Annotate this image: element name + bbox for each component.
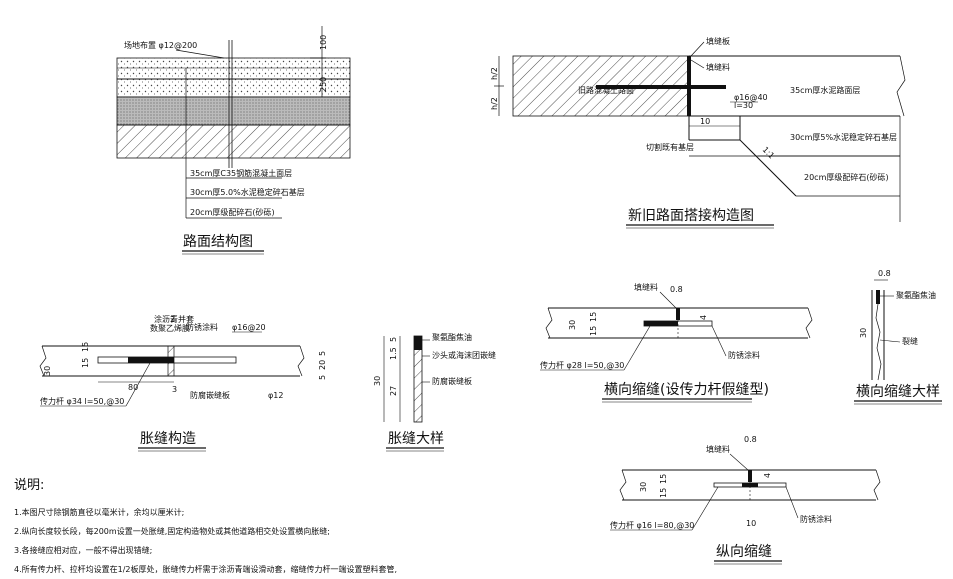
crack-label: 裂缝 [902, 336, 918, 346]
layer-label-2: 30cm厚5.0%水泥稳定碎石基层 [190, 187, 305, 197]
fill-label: 填缝料 [706, 444, 730, 454]
longitudinal-joint-diagram: 0.8 填缝料 4 30 15 15 传力杆 φ16 l=80,@30 10 防… [610, 435, 881, 565]
board-label: 防腐嵌缝板 [190, 390, 230, 400]
d-30: 30 [373, 376, 382, 386]
h-half-bot: h/2 [490, 97, 499, 110]
pavement-title: 路面结构图 [183, 234, 253, 250]
transverse-detail-diagram: 0.8 聚氨酯焦油 30 裂缝 横向缩缝大样 [854, 269, 942, 405]
d-10: 10 [746, 519, 756, 528]
rebar-label: 场地布置 φ12@200 [124, 40, 197, 50]
dowel-label: 传力杆 φ28 l=50,@30 [540, 360, 624, 370]
tie-bar [596, 85, 726, 89]
bar-12-label: φ12 [268, 391, 283, 400]
d-30: 30 [639, 482, 648, 492]
dim-80: 80 [128, 383, 138, 392]
expansion-joint-diagram: 涂沥青并套 数聚乙烯膜 2 防锈涂料 φ16@20 15 15 5 20 5 3… [39, 314, 327, 452]
concrete-layer [116, 57, 351, 80]
d-27: 27 [389, 386, 398, 396]
note-1: 1.本图尺寸除钢筋直径以毫米计，余均以厘米计; [14, 508, 185, 517]
h-half-top: h/2 [490, 67, 499, 80]
d-15a: 15 [589, 326, 598, 336]
antirust-label: 防锈涂料 [800, 514, 832, 524]
splice-layer-2: 30cm厚5%水泥稳定碎石基层 [790, 132, 897, 142]
d-4: 4 [763, 473, 772, 478]
old-concrete-label: 旧路混凝土路面 [578, 85, 634, 95]
splice-title: 新旧路面搭接构造图 [628, 207, 754, 224]
fill-label: 填缝料 [634, 282, 658, 292]
dim-5: 5 [318, 351, 327, 356]
dim-15a: 15 [81, 358, 90, 368]
d-0-8: 0.8 [878, 269, 891, 278]
expansion-detail-diagram: 5 1.5 30 27 聚氨酯焦油 沙头或海沫团嵌缝 防腐嵌缝板 胀缝大样 [373, 332, 496, 452]
dim-2: 2 [170, 315, 175, 324]
bar-top-label: φ16@20 [232, 323, 266, 332]
pavement-structure-diagram: 场地布置 φ12@200 100 250 35cm厚C35钢筋混凝土面层 30c… [116, 26, 351, 255]
dim-3: 3 [172, 385, 177, 394]
d-0-8: 0.8 [744, 435, 757, 444]
coating-label: 涂沥青并套 [154, 314, 194, 324]
trans-detail-title: 横向缩缝大样 [856, 384, 940, 400]
bar-length-label: l=30 [734, 101, 753, 110]
d-5: 5 [389, 337, 398, 342]
transverse-joint-diagram: 填缝料 0.8 4 30 15 15 防锈涂料 传力杆 φ28 l=50,@30… [540, 282, 813, 403]
d-15b: 15 [659, 474, 668, 484]
dowel-label: 传力杆 φ16 l=80,@30 [610, 520, 694, 530]
slope-label: 1:1 [761, 145, 776, 160]
d-1-5: 1.5 [389, 347, 398, 360]
layer-label-3: 20cm厚级配碎石(砂砾) [190, 207, 275, 217]
note-2: 2.纵向长度较长段，每200m设置一处胀缝,固定构造物处或其他道路相交处设置横向… [14, 527, 330, 536]
cement-base-layer [116, 96, 351, 126]
d-30: 30 [568, 320, 577, 330]
d-0-8: 0.8 [670, 285, 683, 294]
splice-layer-3: 20cm厚级配碎石(砂砾) [804, 172, 889, 182]
cut-base-label: 切割既有基层 [646, 142, 694, 152]
gravel-layer [116, 124, 351, 159]
dim-250: 250 [319, 77, 328, 92]
exp-detail-title: 胀缝大样 [388, 431, 444, 447]
d-15b: 15 [589, 312, 598, 322]
dim-5b: 5 [318, 375, 327, 380]
board-detail-label: 防腐嵌缝板 [432, 376, 472, 386]
dim-10: 10 [700, 117, 710, 126]
splice-diagram: h/2 h/2 填缝板 填缝料 旧路混凝土路面 φ16@40 l=30 35cm… [490, 36, 906, 229]
dim-20: 20 [318, 360, 327, 370]
longitudinal-title: 纵向缩缝 [716, 544, 772, 560]
fill-board-label: 填缝板 [706, 36, 730, 46]
dim-30: 30 [43, 366, 52, 376]
notes-section: 说明: 1.本图尺寸除钢筋直径以毫米计，余均以厘米计; 2.纵向长度较长段，每2… [14, 474, 397, 579]
transverse-title: 横向缩缝(设传力杆假缝型) [604, 382, 769, 398]
splice-layer-1: 35cm厚水泥路面层 [790, 85, 860, 95]
bar-label: φ16@40 [734, 93, 768, 102]
dowel-label: 传力杆 φ34 l=50,@30 [40, 396, 124, 406]
d-4: 4 [699, 315, 708, 320]
note-3: 3.各接缝应相对应，一般不得出现错缝; [14, 546, 153, 555]
d-30: 30 [859, 328, 868, 338]
plastic-label: 数聚乙烯膜 [150, 323, 190, 333]
note-4: 4.所有传力杆、拉杆均设置在1/2板厚处，胀缝传力杆需于涂沥青端设滑动套，缩缝传… [14, 565, 398, 574]
expansion-title: 胀缝构造 [140, 431, 196, 447]
d-15a: 15 [659, 488, 668, 498]
antirust-label: 防锈涂料 [728, 350, 760, 360]
sealant-label: 聚氨酯焦油 [896, 290, 936, 300]
fill-material-label: 填缝料 [706, 62, 730, 72]
sealant-label: 聚氨酯焦油 [432, 332, 472, 342]
dim-15b: 15 [81, 342, 90, 352]
antirust-label: 防锈涂料 [186, 322, 218, 332]
notes-heading: 说明: [14, 478, 45, 493]
dim-100: 100 [319, 35, 328, 50]
layer-label-1: 35cm厚C35钢筋混凝土面层 [190, 168, 292, 178]
rope-label: 沙头或海沫团嵌缝 [432, 350, 496, 360]
